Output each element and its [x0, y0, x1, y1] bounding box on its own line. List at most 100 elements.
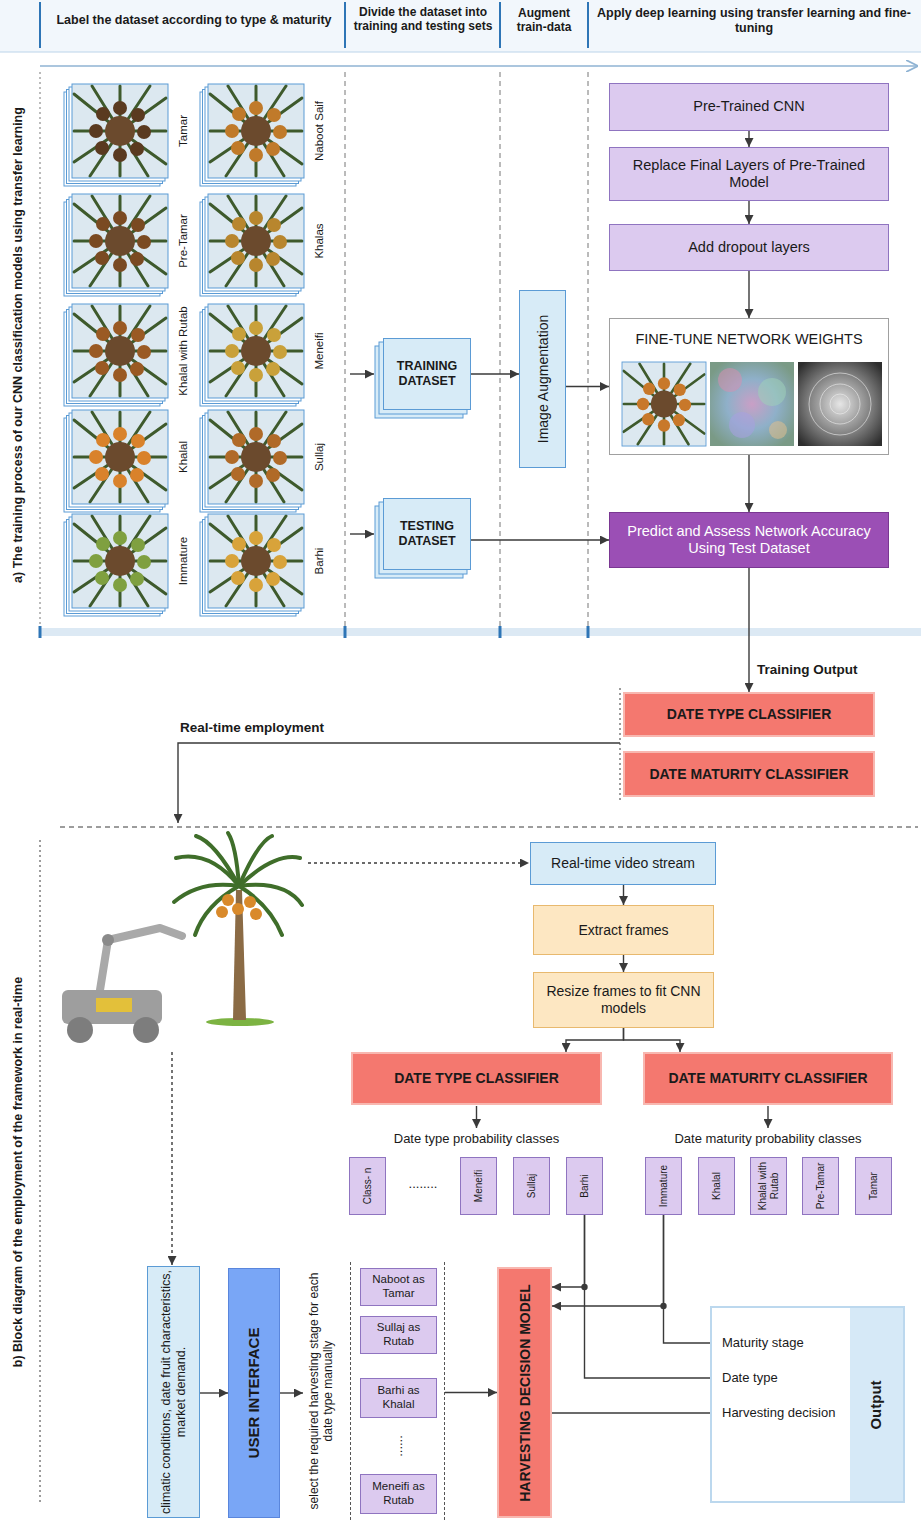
connector — [623, 955, 624, 972]
node-text: Sullaj — [526, 1160, 538, 1212]
input-box: climatic conditions, date fruit characte… — [147, 1266, 200, 1518]
class-box: Sullaj — [513, 1157, 550, 1215]
connector — [552, 1215, 585, 1287]
label-text: Augment train-data — [503, 6, 585, 35]
image-stacks — [200, 410, 304, 512]
layout-arrows — [308, 862, 529, 863]
node-text: climatic conditions, date fruit characte… — [159, 1269, 189, 1515]
harvesting-robot — [96, 998, 132, 1012]
class-box: Khalal — [698, 1157, 735, 1215]
connector — [200, 1392, 228, 1393]
node-text: TESTING DATASET — [390, 519, 464, 549]
class-box: Immature — [645, 1157, 682, 1215]
palm-tree — [174, 833, 302, 935]
harvesting-robot — [133, 1017, 159, 1043]
connector — [623, 885, 624, 905]
feature-images — [798, 362, 882, 446]
process-box: Pre-Trained CNN — [609, 83, 889, 131]
palm-tree — [216, 906, 228, 918]
class-box: Barhi — [566, 1157, 603, 1215]
feature-images — [622, 362, 882, 446]
section-band — [40, 626, 588, 638]
node-text: Tamar — [868, 1160, 880, 1212]
node-text: Barhi as Khalal — [367, 1384, 430, 1412]
class-box: Khalal with Rutab — [750, 1157, 787, 1215]
connector — [585, 1215, 723, 1378]
dataset-box: TESTING DATASET — [383, 498, 471, 570]
section-band — [40, 628, 921, 636]
node-text: Image Augmentation — [534, 293, 551, 465]
label-text: Khalal with Rutab — [177, 301, 191, 401]
classifier-box: DATE MATURITY CLASSIFIER — [643, 1052, 893, 1105]
image-stacks — [208, 410, 304, 504]
image-stacks — [200, 84, 304, 186]
class-box: Class- n — [349, 1157, 386, 1215]
input-box: Real-time video stream — [530, 842, 716, 885]
column-separators — [40, 72, 588, 626]
harvesting-robot — [62, 928, 182, 1043]
connector — [471, 373, 519, 374]
label-text: Real-time employment — [180, 720, 380, 736]
palm-tree — [216, 894, 262, 920]
node-text: Meneifi — [473, 1160, 485, 1212]
process-box: Image Augmentation — [519, 290, 566, 468]
header-band — [499, 2, 501, 48]
layout-arrows — [40, 840, 41, 1505]
image-stacks — [72, 410, 168, 504]
image-stacks — [64, 84, 168, 186]
palm-tree — [174, 833, 302, 1026]
image-stacks — [72, 194, 168, 288]
label-text: ........ — [392, 1176, 454, 1192]
label-text: a) The training process of our CNN class… — [11, 55, 26, 635]
stage-box: Sullaj as Rutab — [360, 1316, 437, 1354]
layout-arrows — [350, 373, 374, 374]
node-text: Replace Final Layers of Pre-Trained Mode… — [616, 157, 882, 192]
connector — [566, 1028, 624, 1052]
connector — [748, 455, 749, 512]
label-text: Barhi — [313, 511, 327, 611]
node-text: HARVESTING DECISION MODEL — [516, 1270, 533, 1515]
classifier-box: DATE TYPE CLASSIFIER — [351, 1052, 602, 1105]
process-box: Replace Final Layers of Pre-Trained Mode… — [609, 147, 889, 201]
palm-tree — [233, 890, 246, 1020]
header-band — [0, 0, 921, 52]
feature-images — [830, 394, 850, 414]
header-band — [40, 65, 918, 67]
layout-arrows — [350, 533, 374, 534]
label-text: Sullaj — [313, 407, 327, 507]
label-text: Meneifi — [313, 301, 327, 401]
feature-images — [622, 362, 706, 446]
section-band — [344, 626, 347, 638]
header-band — [587, 2, 589, 48]
node-text: Immature — [658, 1160, 670, 1212]
process-box: FINE-TUNE NETWORK WEIGHTS — [609, 318, 889, 455]
layout-arrows — [767, 1106, 768, 1128]
class-box: Meneifi — [460, 1157, 497, 1215]
node-text: Meneifi as Rutab — [367, 1480, 430, 1508]
feature-images — [710, 362, 794, 446]
label-text: Label the dataset according to type & ma… — [46, 13, 342, 28]
connector — [566, 386, 609, 387]
node-text: Sullaj as Rutab — [367, 1321, 430, 1349]
connector — [280, 1392, 303, 1393]
classifier-box: DATE TYPE CLASSIFIER — [623, 692, 875, 737]
node-text: Class- n — [362, 1160, 374, 1212]
selection-group: select the required harvesting stage for… — [303, 1262, 445, 1520]
column-separators — [40, 72, 41, 626]
image-stacks — [208, 304, 304, 398]
layout-arrows — [620, 688, 621, 800]
image-stacks — [72, 304, 168, 398]
connector — [445, 1392, 497, 1393]
process-box: Extract frames — [533, 905, 714, 955]
stage-box: Naboot as Tamar — [360, 1268, 437, 1306]
label-text: Immature — [177, 511, 191, 611]
connector — [748, 568, 749, 692]
feature-images — [729, 412, 755, 438]
section-band — [499, 626, 502, 638]
feature-images — [758, 378, 786, 406]
connector — [552, 1412, 722, 1413]
output-panel: OutputMaturity stageDate typeHarvesting … — [710, 1306, 905, 1503]
label-text: Tamar — [177, 81, 191, 181]
